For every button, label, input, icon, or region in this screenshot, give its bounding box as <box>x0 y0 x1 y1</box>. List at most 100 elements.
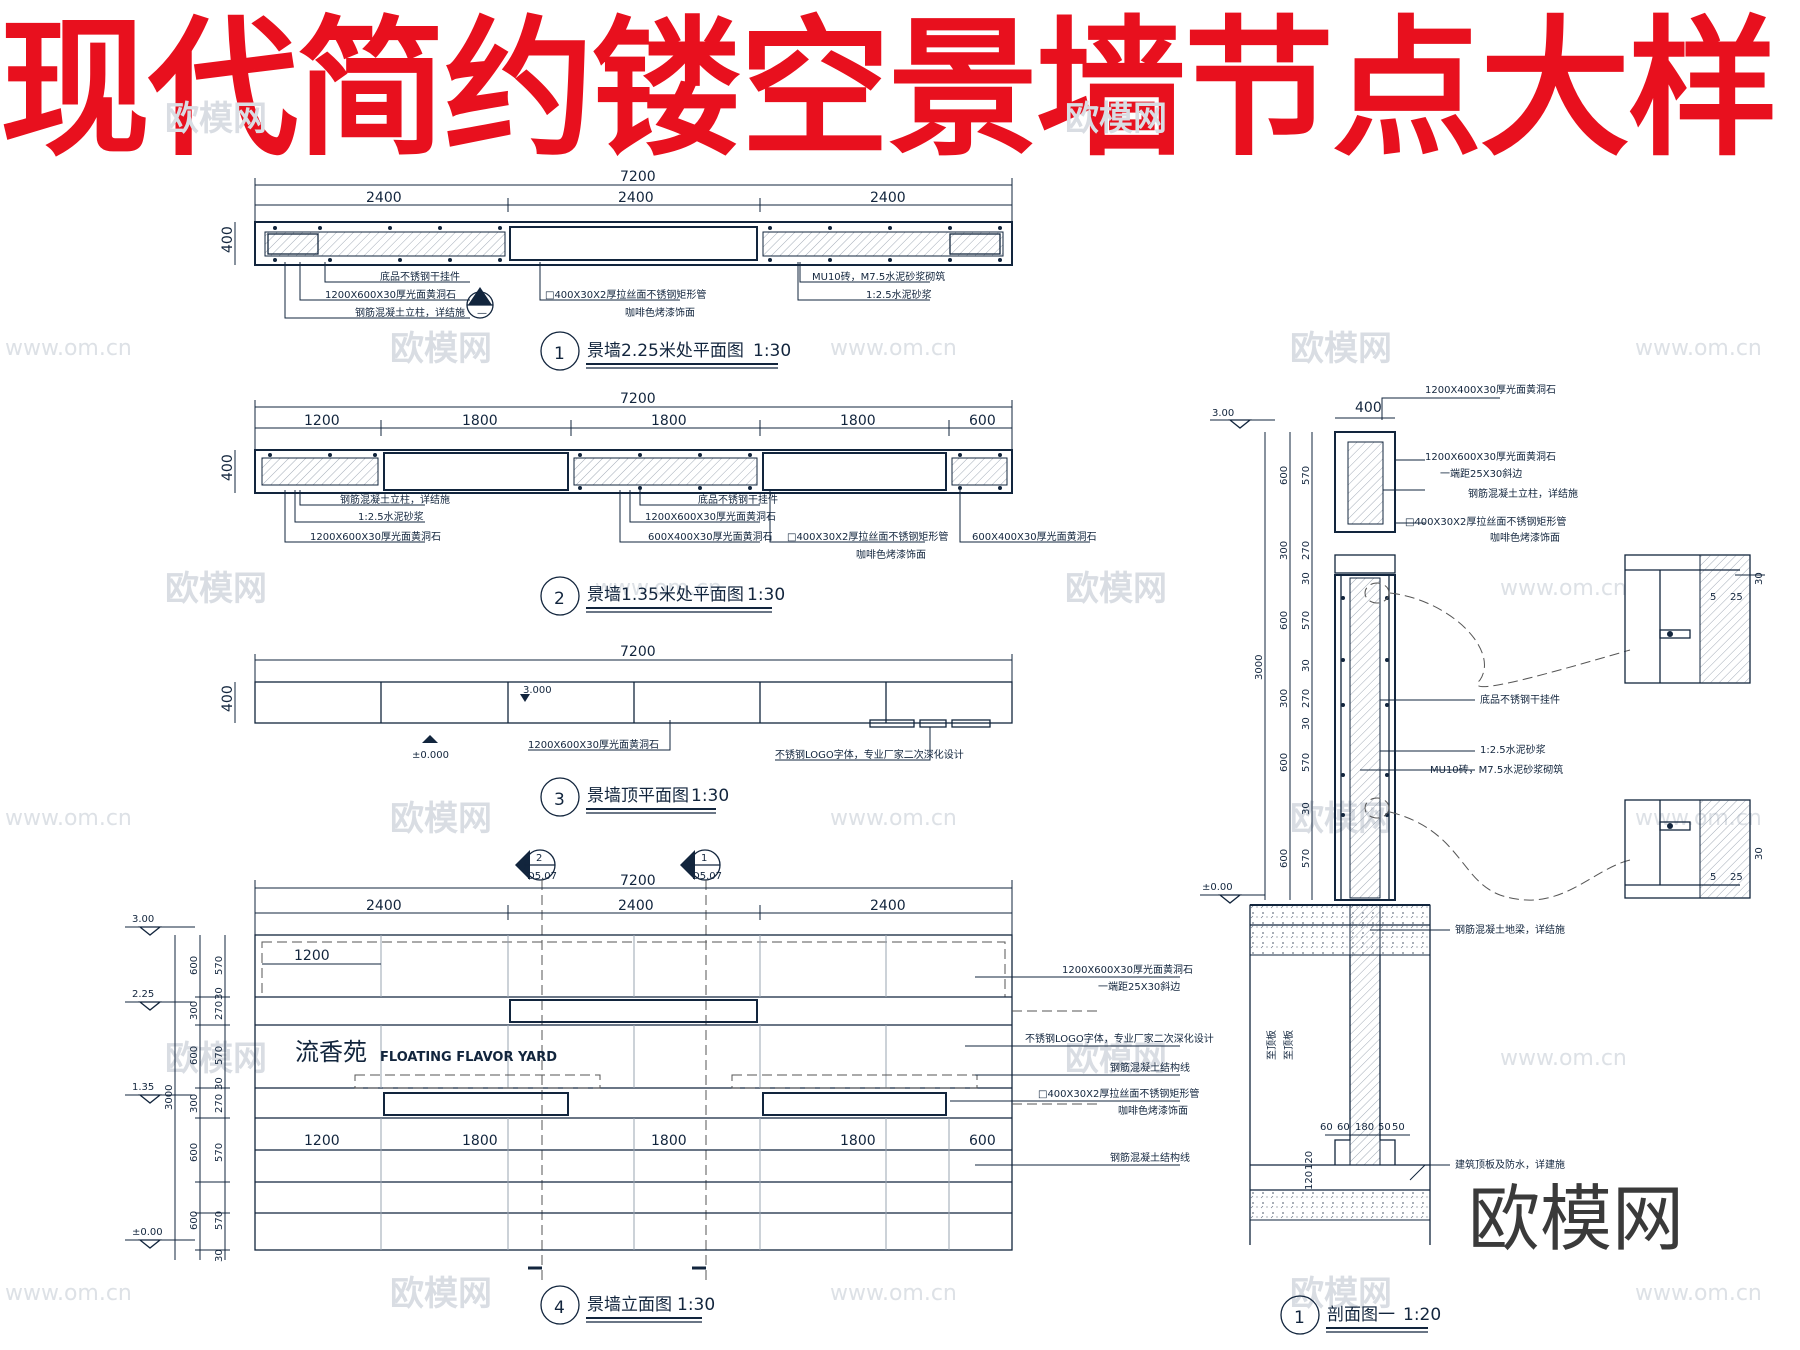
dim-total: 7200 <box>620 644 656 660</box>
vert-dim: 270 <box>214 1094 225 1113</box>
note: 1200X600X30厚光面黄洞石 <box>325 288 456 301</box>
note: 一端距25X30斜边 <box>1440 467 1522 480</box>
watermark: 欧模网 <box>390 799 492 839</box>
note: 钢筋混凝土立柱，详结施 <box>340 493 450 506</box>
dim-label: 2400 <box>618 190 654 206</box>
watermark: 欧模网 <box>1065 569 1167 609</box>
vert-dim: 270 <box>1301 541 1312 560</box>
vert-dim: 600 <box>189 956 200 975</box>
view-title: 景墙1.35米处平面图 <box>587 585 744 605</box>
watermark-url: www.om.cn <box>1635 1281 1762 1306</box>
note: 1200X600X30厚光面黄洞石 <box>310 530 441 543</box>
section-view: 1200X400X30厚光面黄洞石 400 3.00 ±0.00 <box>1200 383 1765 1335</box>
dim-total: 7200 <box>620 391 656 407</box>
view-title: 景墙立面图 <box>587 1295 672 1315</box>
total-height: 3000 <box>1254 655 1265 680</box>
section-mark-sheet: D5.07 <box>692 871 722 882</box>
note: 600X400X30厚光面黄洞石 <box>648 530 773 543</box>
section-mark-num: 1 <box>701 853 707 864</box>
note: 咖啡色烤漆饰面 <box>625 306 695 319</box>
vert-dim: 600 <box>1279 611 1290 630</box>
detail-dim: 5 <box>1710 592 1716 603</box>
watermark: 欧模网 <box>165 99 267 139</box>
dim-label: 600 <box>969 1133 996 1149</box>
vert-dim: 600 <box>1279 753 1290 772</box>
dim-label: 1800 <box>840 413 876 429</box>
vert-dim: 30 <box>214 1077 225 1090</box>
view-scale: 1:30 <box>753 341 791 361</box>
detail-dim: 30 <box>1754 847 1765 860</box>
watermark-url: www.om.cn <box>1500 576 1627 601</box>
view-title: 景墙2.25米处平面图 <box>587 341 744 361</box>
foot-dim: 180 <box>1355 1122 1374 1133</box>
view-scale: 1:30 <box>691 786 729 806</box>
watermark-url: www.om.cn <box>830 336 957 361</box>
dim-label: 1800 <box>462 1133 498 1149</box>
foot-vert: 120 <box>1304 1151 1315 1170</box>
note: 一端距25X30斜边 <box>1098 980 1180 993</box>
note: 咖啡色烤漆饰面 <box>856 548 926 561</box>
level: 3.00 <box>1212 408 1234 419</box>
site-logo: 欧模网 <box>1468 1177 1685 1261</box>
dim-total: 7200 <box>620 873 656 889</box>
dim-label: 1800 <box>840 1133 876 1149</box>
drawing-title: 现代简约镂空景墙节点大样 <box>0 3 1778 177</box>
watermark-url: www.om.cn <box>830 1281 957 1306</box>
vert-dim: 600 <box>1279 466 1290 485</box>
note: 1:2.5水泥砂浆 <box>866 288 932 301</box>
vert-dim: 570 <box>214 1046 225 1065</box>
note: MU10砖，M7.5水泥砂浆砌筑 <box>812 270 945 283</box>
note: 咖啡色烤漆饰面 <box>1118 1104 1188 1117</box>
foot-dim: 60 <box>1320 1122 1333 1133</box>
vert-dim: 30 <box>1301 802 1312 815</box>
note: 不锈钢LOGO字体，专业厂家二次深化设计 <box>1025 1032 1214 1045</box>
dim-label: 1800 <box>651 413 687 429</box>
dim-label: 1200 <box>304 413 340 429</box>
level: ±0.00 <box>1202 882 1233 893</box>
vert-dim: 270 <box>1301 689 1312 708</box>
watermark-url: www.om.cn <box>5 336 132 361</box>
note: 底品不锈钢干挂件 <box>1480 693 1560 706</box>
total-height: 3000 <box>164 1085 175 1110</box>
level: 3.00 <box>132 914 154 925</box>
watermark-url: www.om.cn <box>5 1281 132 1306</box>
elevation-view: 2 D5.07 1 D5.07 7200 2400 2400 2400 <box>125 849 1214 1325</box>
vert-dim: 600 <box>189 1046 200 1065</box>
elevation-top: 3.000 <box>523 685 552 696</box>
vert-dim: 570 <box>1301 611 1312 630</box>
watermark: 欧模网 <box>390 1274 492 1314</box>
section-mark-num: 2 <box>536 853 542 864</box>
vert-dim: 30 <box>214 987 225 1000</box>
detail-dim: 30 <box>1754 572 1765 585</box>
dim-label: 2400 <box>870 898 906 914</box>
foot-dim: 50 <box>1378 1122 1391 1133</box>
note: 底品不锈钢干挂件 <box>380 270 460 283</box>
dim-depth: 400 <box>220 226 236 253</box>
note: MU10砖，M7.5水泥砂浆砌筑 <box>1430 763 1563 776</box>
note: 钢筋混凝土地梁，详结施 <box>1455 923 1565 936</box>
vert-dim: 300 <box>189 1094 200 1113</box>
note: □400X30X2厚拉丝面不锈钢矩形管 <box>1405 515 1566 528</box>
watermark-url: www.om.cn <box>830 806 957 831</box>
vert-dim: 570 <box>214 1143 225 1162</box>
watermark: 欧模网 <box>1065 99 1167 139</box>
vert-dim: 30 <box>1301 572 1312 585</box>
vert-dim: 570 <box>1301 849 1312 868</box>
note: □400X30X2厚拉丝面不锈钢矩形管 <box>1038 1087 1199 1100</box>
vert-dim: 30 <box>1301 717 1312 730</box>
section-to-slab: 至顶板 <box>1282 1030 1295 1060</box>
note: 钢筋混凝土立柱，详结施 <box>1468 487 1578 500</box>
watermark-url: www.om.cn <box>1635 336 1762 361</box>
note: 600X400X30厚光面黄洞石 <box>972 530 1097 543</box>
dim-depth: 400 <box>220 685 236 712</box>
foot-vert: 120 <box>1304 1171 1315 1190</box>
section-sheet: — <box>477 308 487 319</box>
vert-dim: 300 <box>1279 689 1290 708</box>
plan-view-3: 7200 400 3.000 ±0.000 1200X600X30厚光面黄洞石 … <box>220 644 1013 817</box>
watermark: 欧模网 <box>390 329 492 369</box>
vert-dim: 570 <box>214 1211 225 1230</box>
foot-dim: 50 <box>1392 1122 1405 1133</box>
watermarks: 欧模网 欧模网 欧模网 欧模网 欧模网 欧模网 欧模网 欧模网 欧模网 欧模网 … <box>5 99 1762 1314</box>
plan-view-2: 7200 1200 1800 1800 1800 600 400 钢筋混凝土立柱… <box>220 391 1097 616</box>
